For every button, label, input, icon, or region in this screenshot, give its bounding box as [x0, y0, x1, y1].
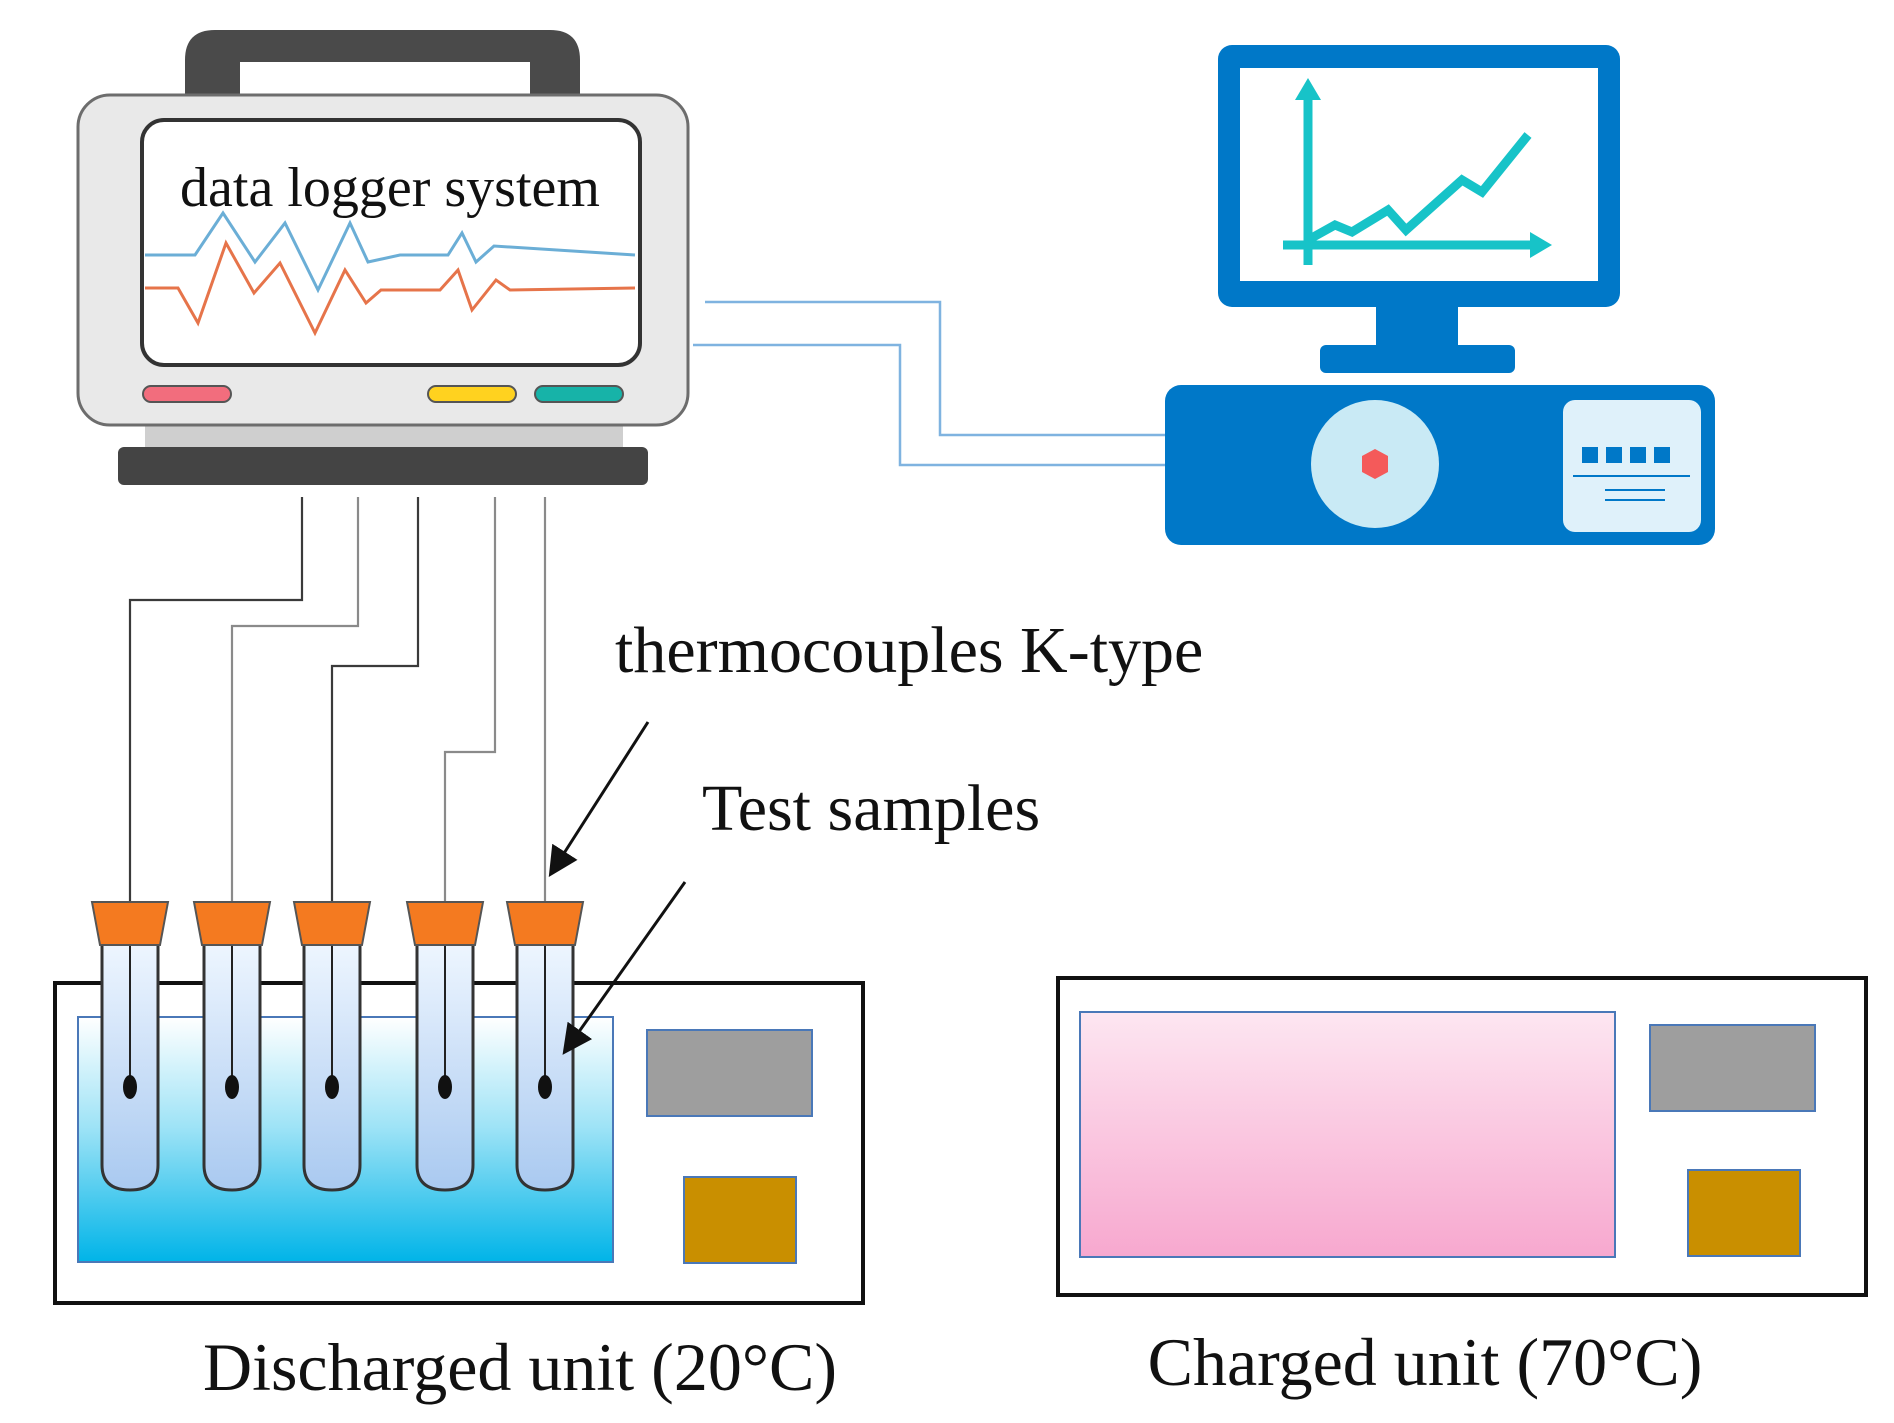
control-panel: [1687, 1169, 1801, 1257]
thermocouples-label: thermocouples K-type: [615, 614, 1203, 687]
display-panel: [646, 1029, 813, 1117]
thermocouple-arrow-icon: [548, 721, 650, 878]
test-tube-2: [192, 901, 272, 1192]
teal-indicator: [534, 385, 624, 403]
charged-unit: [1056, 976, 1868, 1297]
thermocouple-wires: [128, 497, 547, 905]
usb-cables: [693, 300, 1165, 467]
orange-trace: [145, 239, 636, 337]
test-tube-3: [292, 901, 372, 1192]
discharged-unit-label: Discharged unit (20°C): [203, 1329, 837, 1405]
monitor-chart-icon: [1283, 95, 1538, 265]
test-tube-1: [90, 901, 170, 1192]
data-logger-icon: [76, 30, 690, 485]
blue-trace: [145, 210, 636, 294]
sample-arrow-icon: [562, 881, 687, 1055]
test-tube-icon: [90, 901, 585, 1192]
yellow-indicator: [427, 385, 517, 403]
display-panel: [1649, 1024, 1816, 1112]
computer-icon: [1165, 45, 1715, 545]
red-indicator: [142, 385, 232, 403]
charged-unit-label: Charged unit (70°C): [1148, 1324, 1703, 1400]
control-panel: [683, 1176, 797, 1264]
test-tube-4: [405, 901, 485, 1192]
data-logger-label: data logger system: [180, 157, 600, 219]
test-samples-label: Test samples: [702, 772, 1040, 845]
test-tube-5: [505, 901, 585, 1192]
